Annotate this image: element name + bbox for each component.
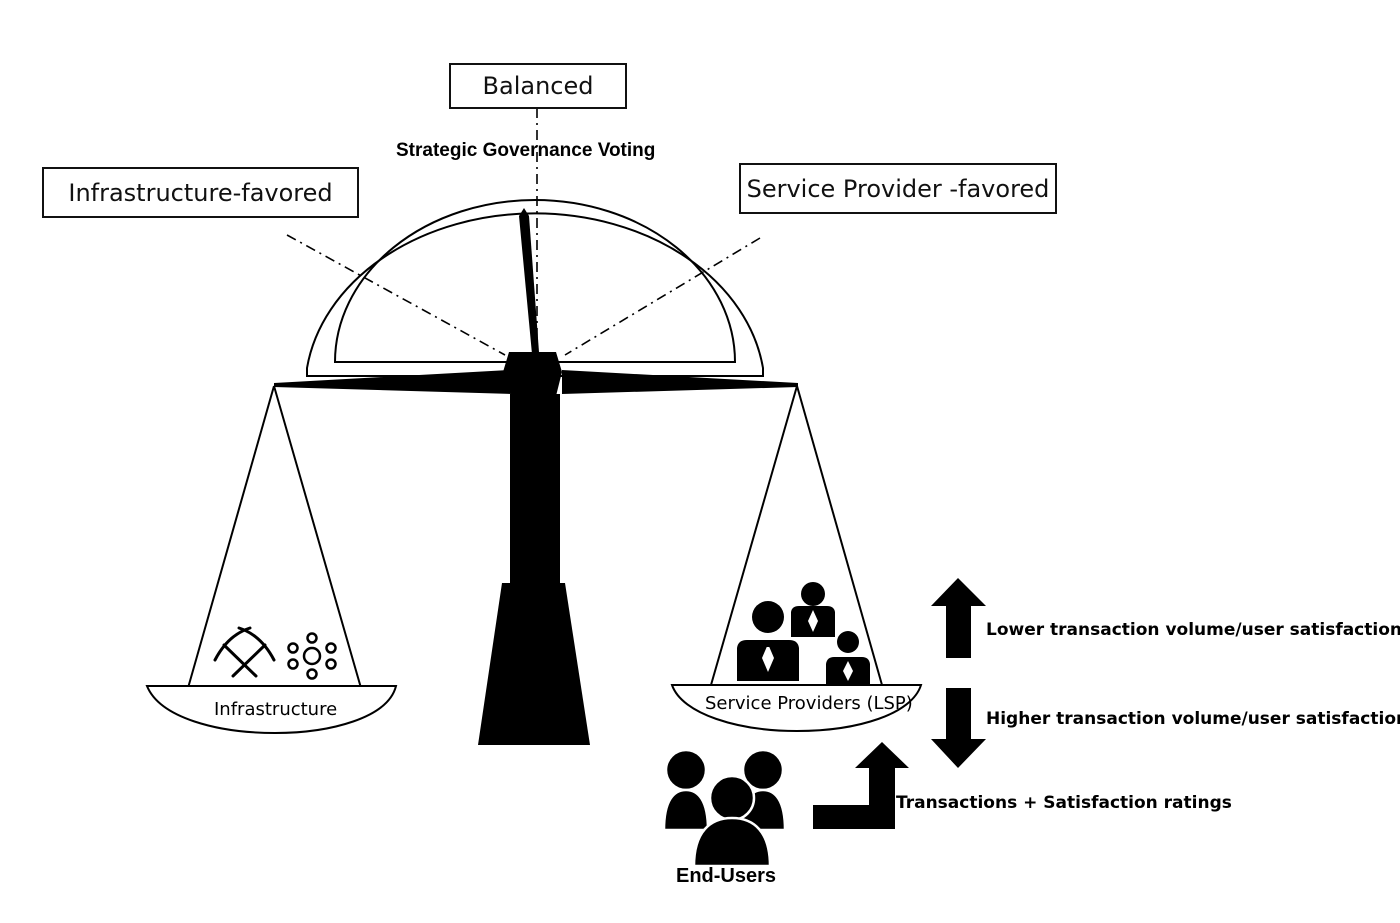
scale-pillar xyxy=(510,394,560,584)
bent-arrow-icon xyxy=(813,742,909,829)
service-providers-label: Service Providers (LSP) xyxy=(705,693,913,714)
node-network-icon xyxy=(287,632,337,680)
gauge-needle xyxy=(519,208,539,354)
governance-gauge xyxy=(306,199,764,377)
lower-volume-label: Lower transaction volume/user satisfacti… xyxy=(986,620,1400,640)
gauge-guide-lines xyxy=(286,108,761,356)
transactions-label: Transactions + Satisfaction ratings xyxy=(896,793,1232,813)
end-users-label: End-Users xyxy=(676,865,777,887)
arrow-down-icon xyxy=(931,688,986,768)
scale-crossbeam-right xyxy=(562,370,798,394)
infrastructure-favored-label-box: Infrastructure-favored xyxy=(42,167,359,218)
service-provider-favored-label-box: Service Provider -favored xyxy=(739,163,1057,214)
arrow-up-icon xyxy=(931,578,986,658)
pickaxes-icon xyxy=(213,626,276,678)
right-pan xyxy=(670,385,923,733)
left-pan xyxy=(145,385,398,735)
infrastructure-label: Infrastructure xyxy=(214,699,338,720)
business-people-icon xyxy=(737,582,870,685)
scale-crossbeam xyxy=(274,370,512,394)
users-group-icon xyxy=(662,748,787,868)
higher-volume-label: Higher transaction volume/user satisfact… xyxy=(986,709,1400,729)
balanced-label-box: Balanced xyxy=(449,63,627,109)
scale-base xyxy=(478,583,590,745)
scale-hub xyxy=(503,352,562,396)
governance-voting-label: Strategic Governance Voting xyxy=(396,140,656,161)
